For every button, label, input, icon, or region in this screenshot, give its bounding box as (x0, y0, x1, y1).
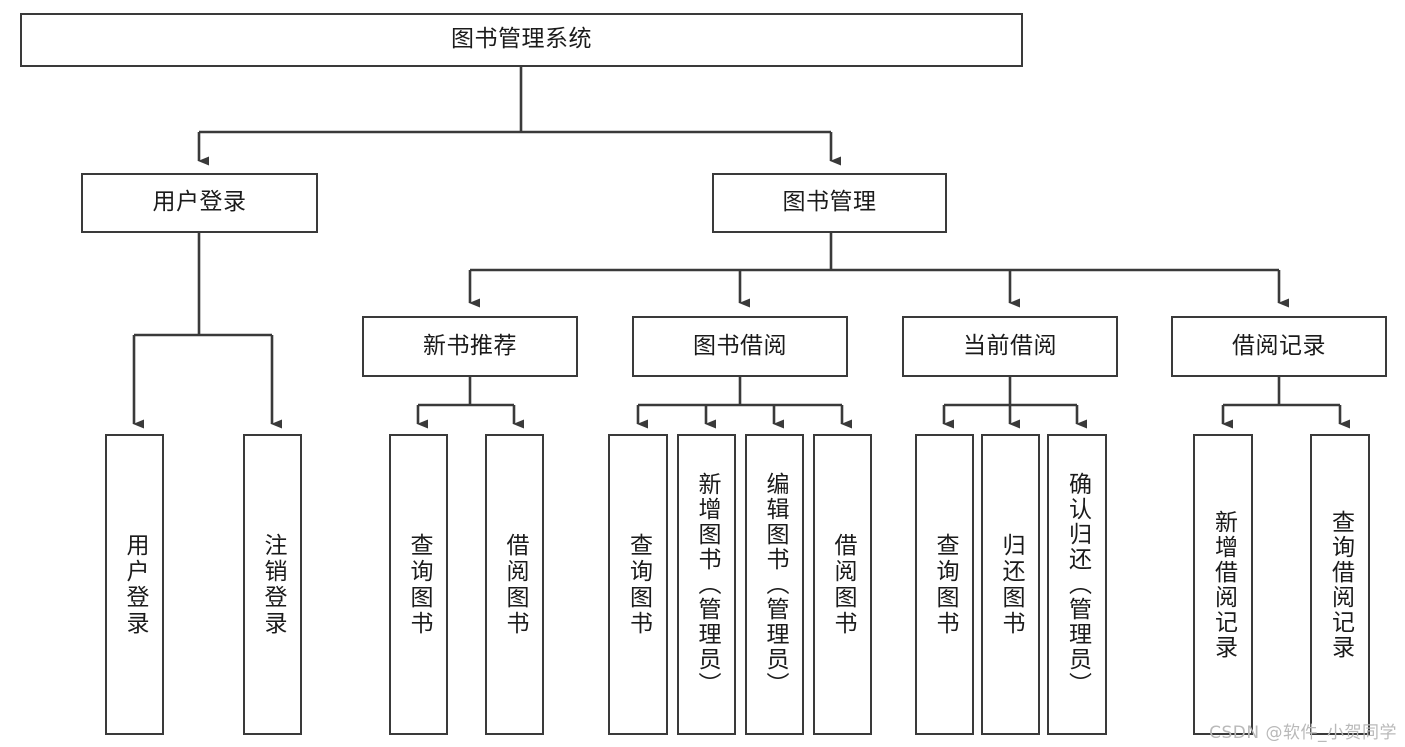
node-leaf-confirm-return[interactable]: 确认归还（管理员） (1047, 434, 1107, 735)
node-leaf-query-book-1-label: 查询图书 (406, 532, 432, 637)
node-leaf-add-record-label: 新增借阅记录 (1210, 509, 1237, 660)
node-leaf-borrow-book-2-label: 借阅图书 (830, 532, 856, 637)
node-root-label: 图书管理系统 (451, 26, 592, 53)
node-leaf-query-book-2[interactable]: 查询图书 (608, 434, 668, 735)
node-leaf-query-record-label: 查询借阅记录 (1327, 509, 1354, 660)
node-book-manage[interactable]: 图书管理 (712, 173, 947, 233)
node-current-borrow[interactable]: 当前借阅 (902, 316, 1118, 377)
node-user-login-label: 用户登录 (152, 189, 247, 216)
node-leaf-add-record[interactable]: 新增借阅记录 (1193, 434, 1253, 735)
node-leaf-logout-label: 注销登录 (260, 532, 286, 637)
node-leaf-return-book-label: 归还图书 (998, 532, 1024, 637)
node-book-manage-label: 图书管理 (782, 189, 877, 216)
node-leaf-user-login[interactable]: 用户登录 (105, 434, 164, 735)
node-leaf-add-book[interactable]: 新增图书（管理员） (677, 434, 736, 735)
node-leaf-borrow-book-1[interactable]: 借阅图书 (485, 434, 544, 735)
node-new-book-rec-label: 新书推荐 (423, 332, 517, 359)
node-current-borrow-label: 当前借阅 (963, 332, 1057, 359)
node-leaf-logout[interactable]: 注销登录 (243, 434, 302, 735)
node-leaf-add-book-label: 新增图书（管理员） (694, 472, 720, 697)
node-leaf-query-record[interactable]: 查询借阅记录 (1310, 434, 1370, 735)
node-leaf-confirm-return-label: 确认归还（管理员） (1064, 472, 1091, 697)
node-leaf-query-book-2-label: 查询图书 (625, 532, 652, 637)
node-root[interactable]: 图书管理系统 (20, 13, 1023, 67)
node-user-login[interactable]: 用户登录 (81, 173, 318, 233)
node-leaf-query-book-3[interactable]: 查询图书 (915, 434, 974, 735)
node-borrow-record[interactable]: 借阅记录 (1171, 316, 1387, 377)
node-leaf-borrow-book-2[interactable]: 借阅图书 (813, 434, 872, 735)
node-book-borrow-label: 图书借阅 (693, 332, 787, 359)
node-book-borrow[interactable]: 图书借阅 (632, 316, 848, 377)
node-borrow-record-label: 借阅记录 (1232, 332, 1326, 359)
csdn-watermark: CSDN @软件_小贺同学 (1209, 723, 1397, 743)
node-leaf-query-book-3-label: 查询图书 (932, 532, 958, 637)
node-leaf-edit-book-label: 编辑图书（管理员） (762, 472, 788, 697)
node-leaf-user-login-label: 用户登录 (122, 532, 148, 637)
node-leaf-edit-book[interactable]: 编辑图书（管理员） (745, 434, 804, 735)
node-new-book-rec[interactable]: 新书推荐 (362, 316, 578, 377)
node-leaf-query-book-1[interactable]: 查询图书 (389, 434, 448, 735)
node-leaf-borrow-book-1-label: 借阅图书 (502, 532, 528, 637)
node-leaf-return-book[interactable]: 归还图书 (981, 434, 1040, 735)
